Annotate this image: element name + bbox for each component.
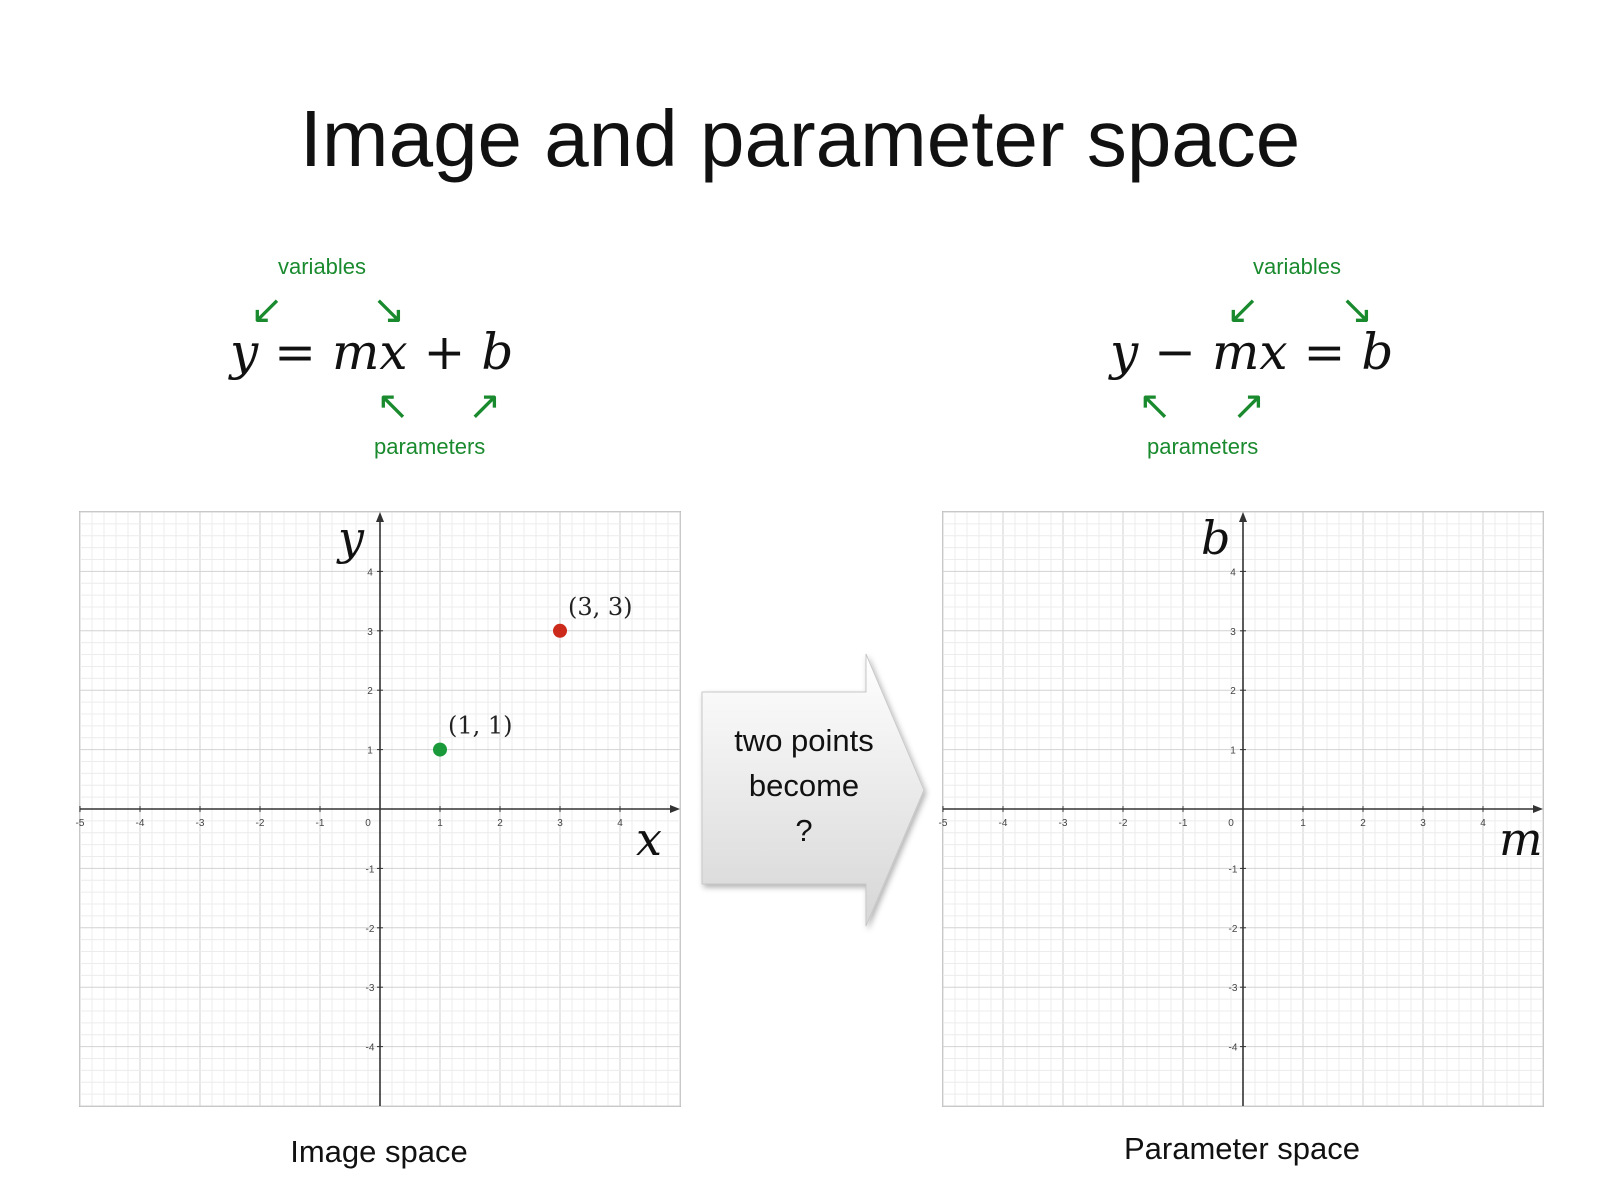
y-tick-label: -1 xyxy=(366,864,375,875)
right-parameters-arrow-to-m-icon: ↗ xyxy=(1232,384,1266,428)
y-tick-label: 1 xyxy=(367,746,373,757)
x-tick-label: -3 xyxy=(196,818,205,829)
data-point-label: (3, 3) xyxy=(568,593,633,621)
left-variables-arrow-to-x-icon: ↘ xyxy=(372,288,406,332)
x-tick-label: -4 xyxy=(136,818,145,829)
right-eq-mx: mx xyxy=(1211,323,1288,381)
right-eq-b: b xyxy=(1361,323,1394,381)
y-tick-label: -2 xyxy=(1229,924,1238,935)
x-tick-label: 1 xyxy=(1300,818,1306,829)
image-space-plot: -5 -4 -3 -2 -1 0 1 2 3 4 4 3 2 1 -1 -2 -3 -4 x y (1, 1) (3, 3… xyxy=(76,511,681,1107)
y-axis-label: b xyxy=(1201,511,1230,565)
y-tick-label: 2 xyxy=(367,686,373,697)
x-axis-arrowhead xyxy=(670,805,680,813)
left-eq-plus: + xyxy=(423,323,466,381)
left-eq-y: y xyxy=(230,323,259,381)
x-tick-label: 4 xyxy=(1480,818,1486,829)
x-tick-label: -3 xyxy=(1059,818,1068,829)
x-tick-label: 0 xyxy=(365,818,371,829)
transform-callout-arrow xyxy=(701,653,925,927)
x-tick-label: 2 xyxy=(497,818,503,829)
left-variables-label: variables xyxy=(278,254,367,279)
x-tick-label: -2 xyxy=(256,818,265,829)
x-tick-label: 4 xyxy=(617,818,623,829)
right-variables-label: variables xyxy=(1253,254,1342,279)
right-variables-arrow-to-x-icon: ↙ xyxy=(1226,288,1260,332)
y-tick-label: 2 xyxy=(1230,686,1236,697)
data-point-label: (1, 1) xyxy=(448,712,513,740)
y-axis-arrowhead xyxy=(1239,512,1247,522)
right-parameters-label: parameters xyxy=(1147,434,1259,459)
parameter-space-caption: Parameter space xyxy=(1123,1131,1361,1166)
right-eq-minus: − xyxy=(1154,323,1197,381)
right-eq-equals: = xyxy=(1303,323,1346,381)
x-tick-label: -5 xyxy=(76,818,85,829)
left-variables-arrow-to-y-icon: ↙ xyxy=(250,288,284,332)
slide-title: Image and parameter space xyxy=(299,94,1301,183)
y-tick-label: 4 xyxy=(1230,567,1236,578)
x-tick-label: 3 xyxy=(1420,818,1426,829)
callout-label: two points become ? xyxy=(708,718,900,853)
right-parameters-arrow-to-y-icon: ↖ xyxy=(1138,384,1172,428)
parameter-space-plot: -5 -4 -3 -2 -1 0 1 2 3 4 4 3 2 1 -1 -2 -3 -4 m b xyxy=(939,511,1544,1107)
callout-line-3: ? xyxy=(795,813,813,848)
left-eq-equals: = xyxy=(274,323,317,381)
x-tick-label: -2 xyxy=(1119,818,1128,829)
y-tick-label: -3 xyxy=(1229,983,1238,994)
image-space-canvas: -5 -4 -3 -2 -1 0 1 2 3 4 4 3 2 1 -1 -2 -3 -4 x y (1, 1) (3, 3… xyxy=(76,511,681,1107)
y-axis-label: y xyxy=(336,511,365,565)
x-tick-label: 2 xyxy=(1360,818,1366,829)
x-tick-label: 0 xyxy=(1228,818,1234,829)
left-parameters-label: parameters xyxy=(374,434,486,459)
x-axis-label: m xyxy=(1499,812,1543,866)
x-tick-label: -5 xyxy=(939,818,948,829)
left-parameters-arrow-to-m-icon: ↖ xyxy=(376,384,410,428)
image-space-caption: Image space xyxy=(290,1134,468,1169)
data-point xyxy=(433,742,447,757)
x-tick-label: -4 xyxy=(999,818,1008,829)
y-tick-label: -2 xyxy=(366,924,375,935)
x-tick-label: 3 xyxy=(557,818,563,829)
parameter-space-canvas: -5 -4 -3 -2 -1 0 1 2 3 4 4 3 2 1 -1 -2 -3 -4 m b xyxy=(939,511,1544,1107)
x-axis-label: x xyxy=(636,812,662,866)
x-tick-label: 1 xyxy=(437,818,443,829)
y-tick-label: 3 xyxy=(367,627,373,638)
y-tick-label: -3 xyxy=(366,983,375,994)
right-equation: y − mx = b xyxy=(1110,322,1393,382)
callout-line-2: become xyxy=(748,768,860,803)
left-eq-b: b xyxy=(481,323,514,381)
x-tick-label: -1 xyxy=(1179,818,1188,829)
left-parameters-arrow-to-b-icon: ↗ xyxy=(468,384,502,428)
y-tick-label: 4 xyxy=(367,567,373,578)
x-tick-label: -1 xyxy=(316,818,325,829)
left-equation: y = mx + b xyxy=(230,322,513,382)
callout-line-1: two points xyxy=(734,723,874,758)
x-axis-arrowhead xyxy=(1533,805,1543,813)
y-tick-label: -4 xyxy=(1229,1043,1238,1054)
left-eq-mx: mx xyxy=(331,323,408,381)
y-tick-label: -1 xyxy=(1229,864,1238,875)
data-point xyxy=(553,623,567,638)
y-tick-label: -4 xyxy=(366,1043,375,1054)
y-tick-label: 3 xyxy=(1230,627,1236,638)
y-axis-arrowhead xyxy=(376,512,384,522)
right-eq-y: y xyxy=(1110,323,1139,381)
right-variables-arrow-to-b-icon: ↘ xyxy=(1340,288,1374,332)
y-tick-label: 1 xyxy=(1230,746,1236,757)
